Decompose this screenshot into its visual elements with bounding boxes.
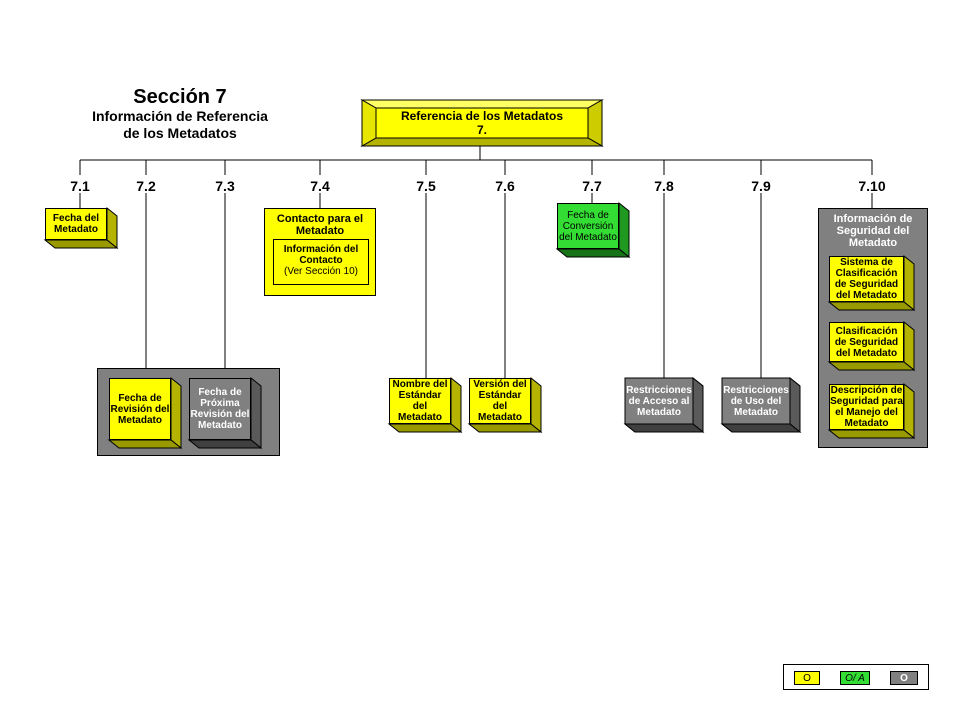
element-7-9[interactable]: Restricciones de Uso del Metadato xyxy=(720,376,802,434)
contact-info-reference: (Ver Sección 10) xyxy=(284,266,358,277)
legend: O O/ A O xyxy=(783,664,929,690)
root-node[interactable]: Referencia de los Metadatos 7. xyxy=(360,99,604,147)
contact-info-box[interactable]: Información del Contacto (Ver Sección 10… xyxy=(273,239,369,285)
element-7-10-1[interactable]: Sistema de Clasificación de Seguridad de… xyxy=(827,254,916,312)
element-7-10-3-label: Descripción de Seguridad para el Manejo … xyxy=(829,384,904,430)
number-7-5: 7.5 xyxy=(416,178,436,194)
element-7-10-1-label: Sistema de Clasificación de Seguridad de… xyxy=(829,256,904,302)
number-7-1: 7.1 xyxy=(70,178,90,194)
box-depth xyxy=(827,254,916,312)
number-7-3: 7.3 xyxy=(215,178,235,194)
root-label-line1: Referencia de los Metadatos xyxy=(400,109,564,123)
legend-mandatory-if-applicable: O/ A xyxy=(840,671,870,685)
root-label-line2: 7. xyxy=(476,123,487,137)
element-7-7[interactable]: Fecha de Conversión del Metadato xyxy=(555,201,631,259)
box-depth xyxy=(187,376,263,450)
element-7-2[interactable]: Fecha de Revisión del Metadato xyxy=(107,376,183,450)
element-7-1-label: Fecha del Metadato xyxy=(45,208,107,240)
element-7-5[interactable]: Nombre del Estándar del Metadato xyxy=(387,376,463,434)
number-7-2: 7.2 xyxy=(136,178,156,194)
element-7-8-label: Restricciones de Acceso al Metadato xyxy=(626,384,692,418)
legend-optional: O xyxy=(890,671,918,685)
box-depth xyxy=(720,376,802,434)
element-7-3-label: Fecha de Próxima Revisión del Metadato xyxy=(189,378,251,440)
number-7-10: 7.10 xyxy=(858,178,886,194)
element-7-4-title: Contacto para el Metadato xyxy=(276,213,364,237)
number-7-7: 7.7 xyxy=(582,178,602,194)
element-7-5-label: Nombre del Estándar del Metadato xyxy=(389,378,451,424)
box-depth xyxy=(107,376,183,450)
number-7-9: 7.9 xyxy=(751,178,771,194)
legend-mandatory: O xyxy=(794,671,820,685)
section-heading: Sección 7 xyxy=(133,86,227,108)
box-depth xyxy=(623,376,705,434)
box-depth xyxy=(387,376,463,434)
contact-info-label: Información del Contacto xyxy=(283,244,359,266)
section-subtitle-line1: Información de Referencia xyxy=(92,108,268,124)
box-depth xyxy=(555,201,631,259)
element-7-10-2[interactable]: Clasificación de Seguridad del Metadato xyxy=(827,320,916,372)
element-7-2-label: Fecha de Revisión del Metadato xyxy=(109,378,171,440)
element-7-10-3[interactable]: Descripción de Seguridad para el Manejo … xyxy=(827,382,916,440)
element-7-10-2-label: Clasificación de Seguridad del Metadato xyxy=(829,322,904,362)
number-7-8: 7.8 xyxy=(654,178,674,194)
element-7-7-label: Fecha de Conversión del Metadato xyxy=(557,203,619,249)
box-depth xyxy=(43,206,119,250)
root-bevel xyxy=(360,99,604,147)
box-depth xyxy=(467,376,543,434)
element-7-1[interactable]: Fecha del Metadato xyxy=(43,206,119,250)
section-title: Sección 7 Información de Referencia de l… xyxy=(60,86,300,142)
element-7-8[interactable]: Restricciones de Acceso al Metadato xyxy=(623,376,705,434)
element-7-6[interactable]: Versión del Estándar del Metadato xyxy=(467,376,543,434)
box-depth xyxy=(827,382,916,440)
element-7-6-label: Versión del Estándar del Metadato xyxy=(469,378,531,424)
element-7-9-label: Restricciones de Uso del Metadato xyxy=(723,384,789,418)
element-7-4[interactable]: Contacto para el Metadato Información de… xyxy=(264,208,376,296)
number-7-4: 7.4 xyxy=(310,178,330,194)
element-7-10-title: Información de Seguridad del Metadato xyxy=(833,213,913,249)
element-7-3[interactable]: Fecha de Próxima Revisión del Metadato xyxy=(187,376,263,450)
box-depth xyxy=(827,320,916,372)
number-7-6: 7.6 xyxy=(495,178,515,194)
section-subtitle-line2: de los Metadatos xyxy=(123,125,237,141)
